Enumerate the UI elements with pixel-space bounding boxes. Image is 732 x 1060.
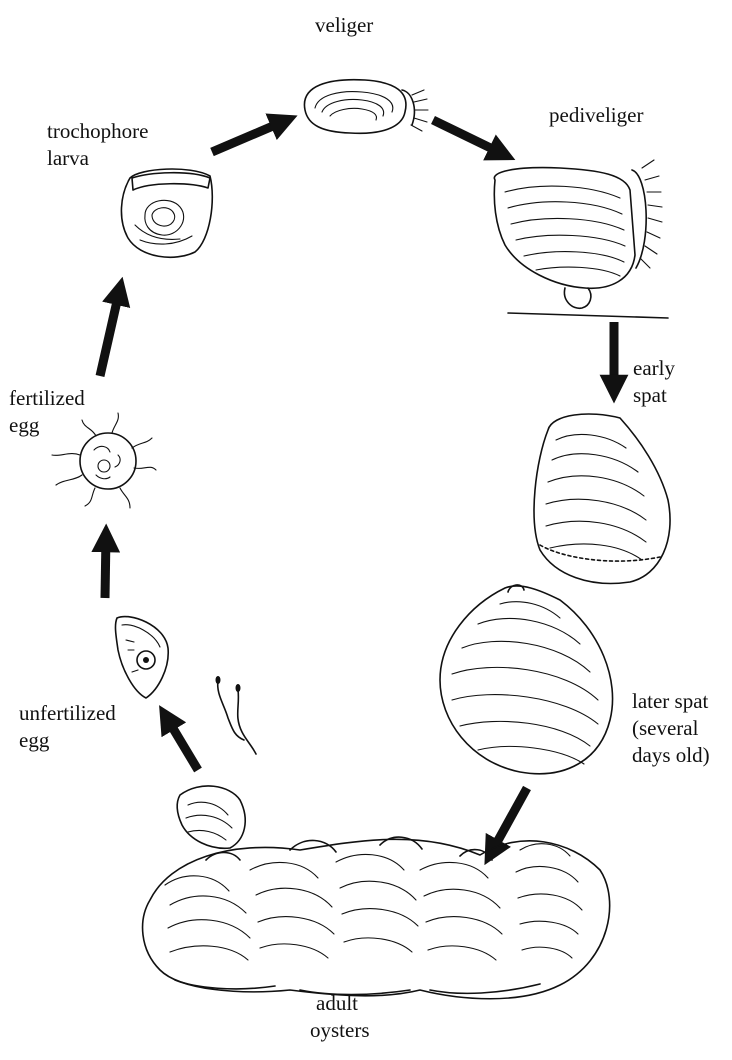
fertilized-label-line2: egg bbox=[9, 412, 85, 439]
later-spat-label-line2: (several bbox=[632, 715, 710, 742]
arrow-veliger-to-pediveliger bbox=[433, 120, 505, 155]
adult-oysters-label: adult oysters bbox=[310, 990, 370, 1044]
later-spat-label: later spat (several days old) bbox=[632, 688, 710, 769]
trochophore-label-line1: trochophore bbox=[47, 118, 148, 145]
later-spat-illustration bbox=[440, 585, 613, 774]
pediveliger-illustration bbox=[494, 160, 668, 318]
arrow-adult-to-unfertilized bbox=[165, 715, 198, 770]
later-spat-label-line1: later spat bbox=[632, 688, 710, 715]
early-spat-illustration bbox=[534, 414, 670, 583]
early-spat-label-line2: spat bbox=[633, 382, 675, 409]
unfertilized-egg-label: unfertilized egg bbox=[19, 700, 116, 754]
trochophore-label-line2: larva bbox=[47, 145, 148, 172]
unfertilized-label-line1: unfertilized bbox=[19, 700, 116, 727]
adult-label-line2: oysters bbox=[310, 1017, 370, 1044]
adult-oysters-illustration bbox=[143, 786, 610, 999]
sperm-illustration bbox=[216, 676, 257, 754]
fertilized-egg-label: fertilized egg bbox=[9, 385, 85, 439]
pediveliger-label: pediveliger bbox=[549, 102, 643, 129]
arrow-fertilized-to-trochophore bbox=[100, 288, 120, 376]
unfertilized-egg-illustration bbox=[115, 617, 168, 698]
fertilized-label-line1: fertilized bbox=[9, 385, 85, 412]
veliger-label-text: veliger bbox=[315, 12, 373, 39]
later-spat-label-line3: days old) bbox=[632, 742, 710, 769]
early-spat-label: early spat bbox=[633, 355, 675, 409]
unfertilized-label-line2: egg bbox=[19, 727, 116, 754]
trochophore-larva-label: trochophore larva bbox=[47, 118, 148, 172]
veliger-illustration bbox=[304, 80, 428, 134]
arrow-unfertilized-to-fertilized bbox=[105, 535, 106, 598]
adult-label-line1: adult bbox=[310, 990, 370, 1017]
trochophore-illustration bbox=[121, 169, 212, 257]
pediveliger-label-text: pediveliger bbox=[549, 102, 643, 129]
early-spat-label-line1: early bbox=[633, 355, 675, 382]
veliger-label: veliger bbox=[315, 12, 373, 39]
arrow-later-spat-to-adult bbox=[490, 788, 527, 855]
arrow-trochophore-to-veliger bbox=[212, 120, 287, 152]
